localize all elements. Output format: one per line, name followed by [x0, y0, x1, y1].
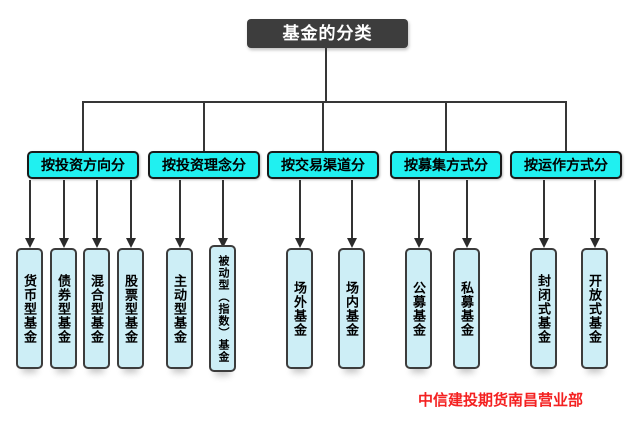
leaf-box-closed-end-fund: 封闭式基金: [530, 248, 557, 369]
arrow-line: [130, 180, 132, 239]
leaf-box-active-fund: 主动型基金: [166, 248, 193, 369]
connector-drop-4: [445, 102, 447, 151]
arrow-down-icon: [590, 238, 600, 248]
arrow-down-icon: [59, 238, 69, 248]
arrow-down-icon: [347, 238, 357, 248]
category-label: 按交易渠道分: [281, 157, 365, 173]
leaf-box-otc-fund: 场外基金: [286, 248, 313, 369]
leaf-label: 场内基金: [344, 280, 359, 337]
category-box-operation-method: 按运作方式分: [510, 151, 622, 179]
connector-horizontal-bar: [82, 101, 567, 103]
arrow-line: [222, 180, 224, 239]
arrow-line: [418, 180, 420, 239]
arrow-down-icon: [218, 238, 228, 248]
leaf-label: 股票型基金: [123, 273, 138, 344]
arrow-down-icon: [414, 238, 424, 248]
leaf-label: 私募基金: [459, 280, 474, 337]
connector-drop-1: [82, 102, 84, 151]
leaf-label: 封闭式基金: [536, 273, 551, 344]
leaf-label: 混合型基金: [89, 273, 104, 344]
arrow-line: [543, 180, 545, 239]
arrow-line: [299, 180, 301, 239]
watermark-text: 中信建投期货南昌营业部: [418, 392, 584, 409]
category-label: 按投资理念分: [162, 157, 246, 173]
leaf-label: 场外基金: [292, 280, 307, 337]
leaf-box-private-fund: 私募基金: [453, 248, 480, 369]
connector-drop-5: [565, 102, 567, 151]
category-label: 按运作方式分: [524, 157, 608, 173]
leaf-box-passive-index-fund: 被动型（指数）基金: [209, 245, 236, 372]
arrow-down-icon: [462, 238, 472, 248]
leaf-box-stock-fund: 股票型基金: [117, 248, 144, 369]
arrow-line: [29, 180, 31, 239]
arrow-line: [466, 180, 468, 239]
arrow-down-icon: [126, 238, 136, 248]
category-box-fundraising-method: 按募集方式分: [390, 151, 502, 179]
category-label: 按募集方式分: [404, 157, 488, 173]
connector-drop-2: [203, 102, 205, 151]
leaf-box-bond-fund: 债券型基金: [50, 248, 77, 369]
arrow-line: [96, 180, 98, 239]
arrow-line: [63, 180, 65, 239]
leaf-label: 主动型基金: [172, 273, 187, 344]
leaf-label: 被动型（指数）基金: [217, 254, 229, 363]
arrow-line: [594, 180, 596, 239]
category-box-investment-philosophy: 按投资理念分: [148, 151, 260, 179]
arrow-line: [179, 180, 181, 239]
leaf-box-exchange-fund: 场内基金: [338, 248, 365, 369]
arrow-down-icon: [175, 238, 185, 248]
leaf-label: 开放式基金: [587, 273, 602, 344]
category-label: 按投资方向分: [41, 157, 125, 173]
category-box-investment-direction: 按投资方向分: [27, 151, 139, 179]
connector-root-stem: [325, 48, 327, 102]
leaf-box-hybrid-fund: 混合型基金: [83, 248, 110, 369]
leaf-box-open-end-fund: 开放式基金: [581, 248, 608, 369]
arrow-down-icon: [539, 238, 549, 248]
leaf-box-money-fund: 货币型基金: [16, 248, 43, 369]
root-node-label: 基金的分类: [282, 24, 373, 43]
connector-drop-3: [322, 102, 324, 151]
leaf-label: 债券型基金: [56, 273, 71, 344]
leaf-label: 货币型基金: [22, 273, 37, 344]
arrow-line: [351, 180, 353, 239]
category-box-trading-channel: 按交易渠道分: [267, 151, 379, 179]
arrow-down-icon: [92, 238, 102, 248]
leaf-box-public-fund: 公募基金: [405, 248, 432, 369]
root-node: 基金的分类: [247, 19, 408, 48]
arrow-down-icon: [295, 238, 305, 248]
leaf-label: 公募基金: [411, 280, 426, 337]
arrow-down-icon: [25, 238, 35, 248]
